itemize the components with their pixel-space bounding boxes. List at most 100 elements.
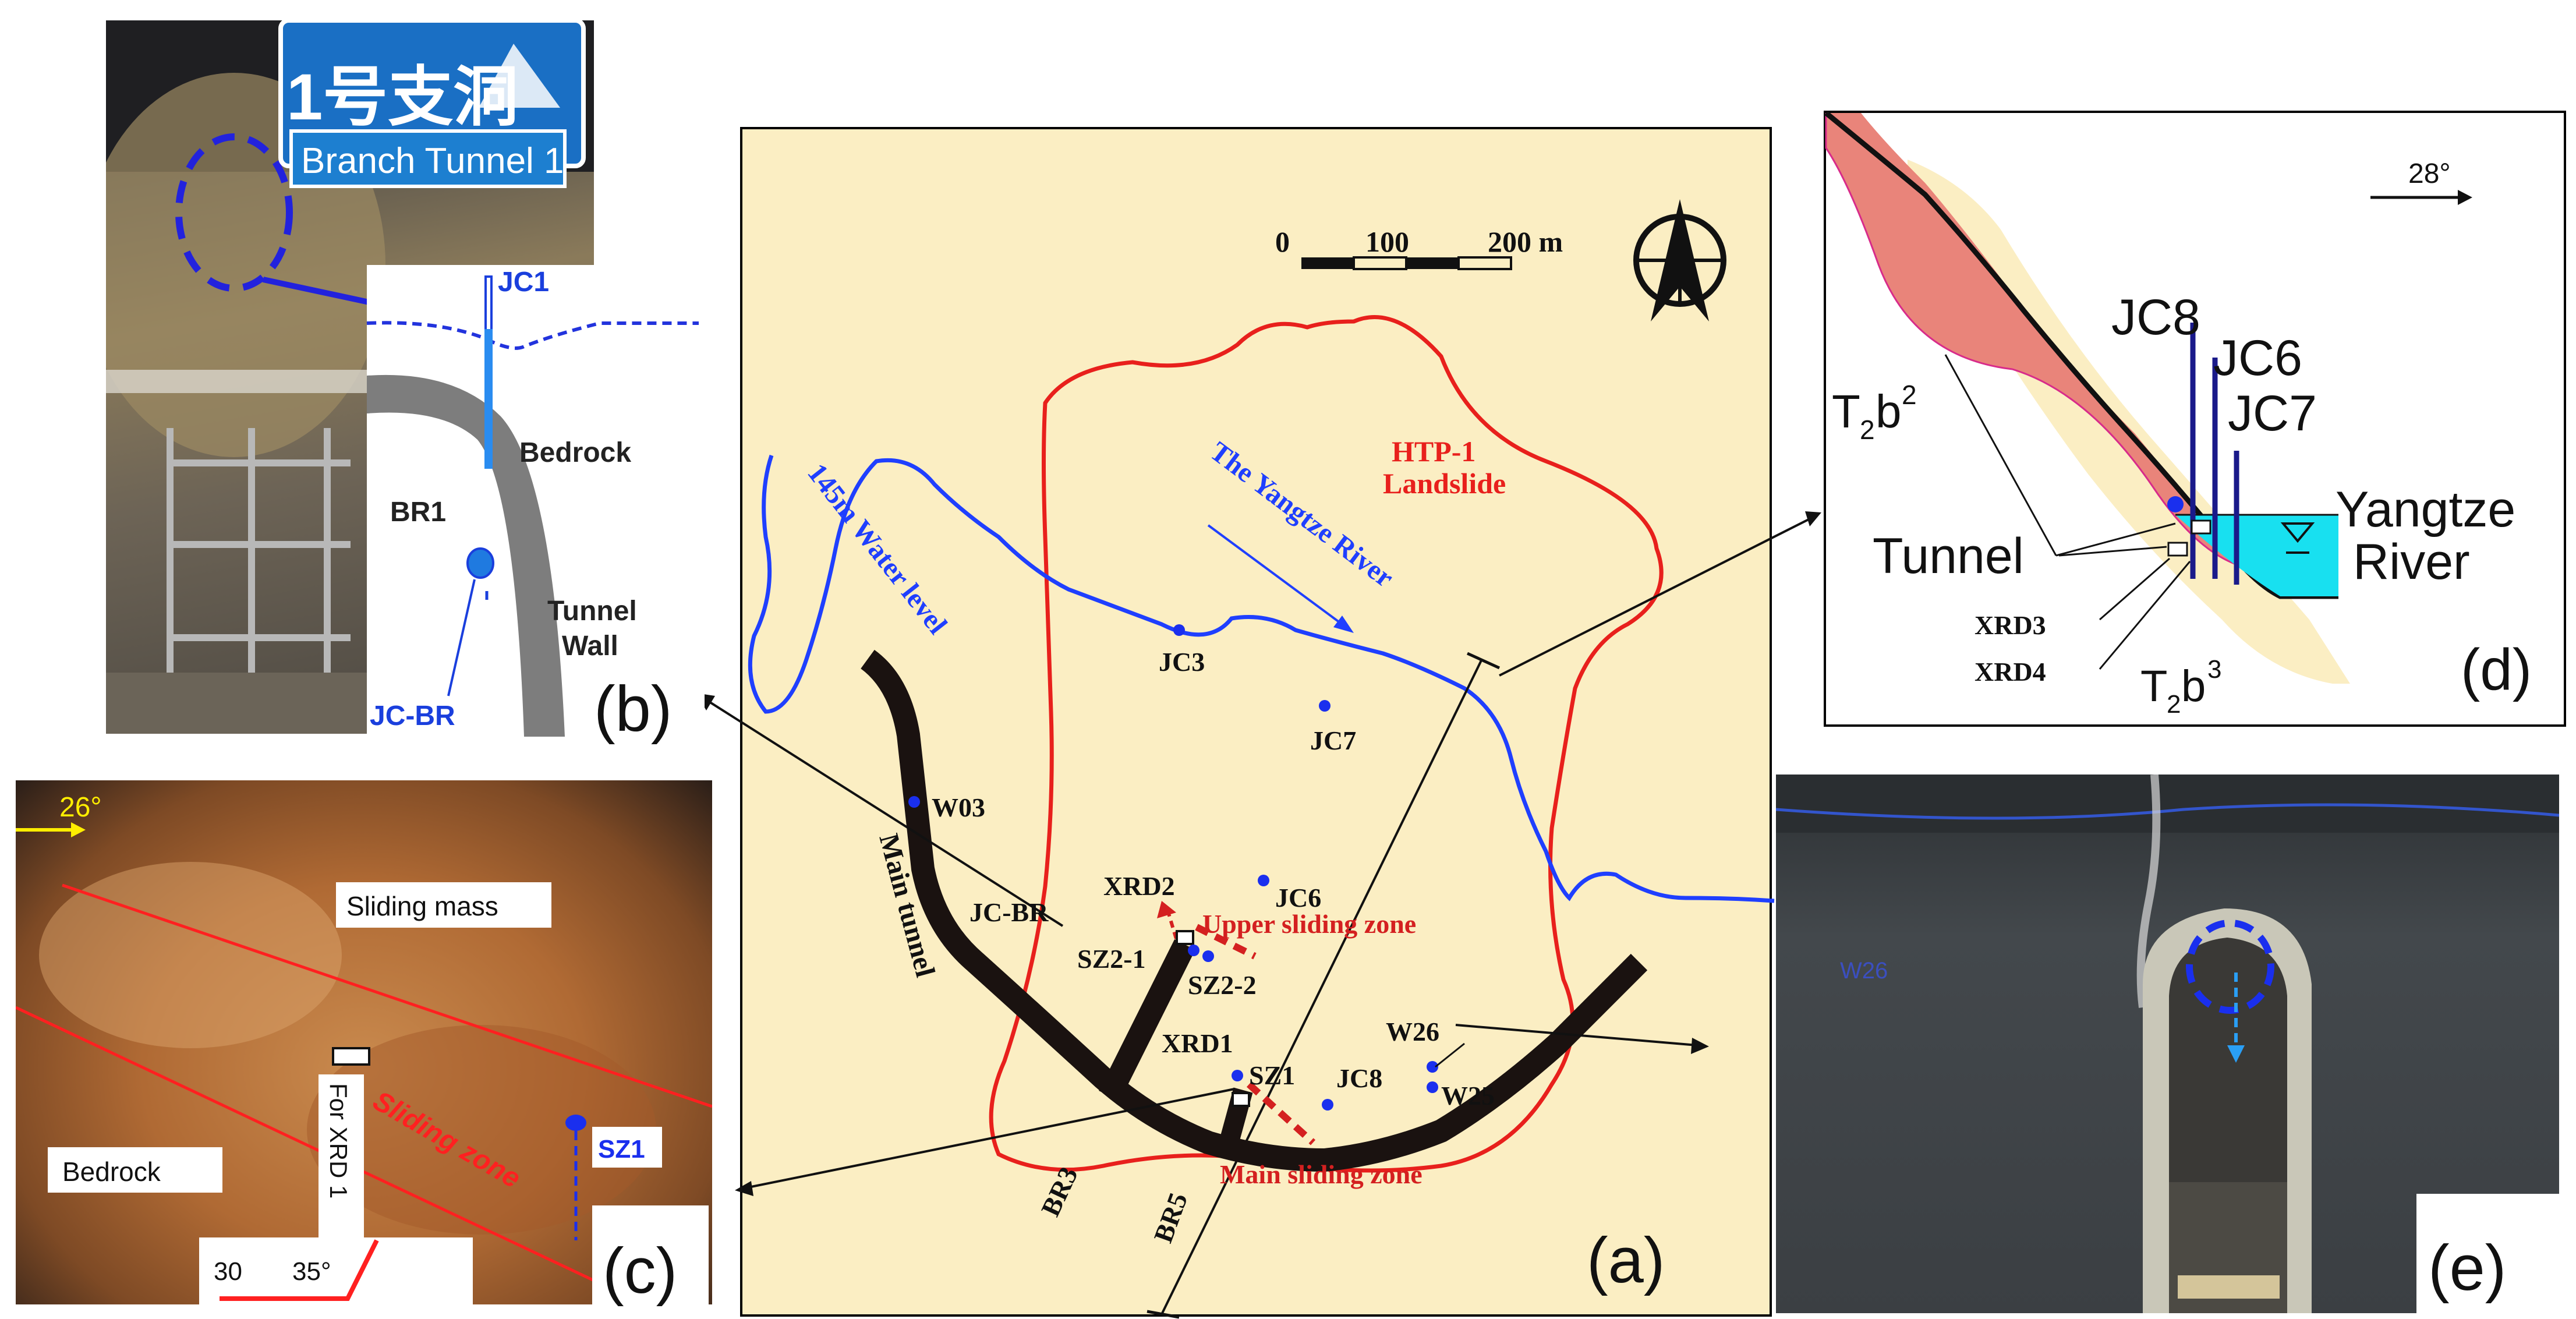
tunnel-ceiling — [1776, 775, 2559, 833]
label-tunnel-wall-1: Tunnel — [547, 596, 637, 627]
label-sz1: SZ1 — [598, 1135, 645, 1164]
label-xrd4: XRD4 — [1975, 657, 2046, 687]
sign-english-plate — [289, 129, 567, 188]
label-t2b3-sup: 3 — [2207, 655, 2221, 684]
sign-english: Branch Tunnel 1 — [301, 141, 564, 181]
panel-e-label-bg — [2416, 1194, 2559, 1313]
panel-e-label: (e) — [2428, 1232, 2506, 1304]
panel-c-photo: 26° Sliding mass Bedrock For XRD 1 Slidi… — [16, 780, 712, 1304]
label-jc7: JC7 — [1310, 726, 1356, 755]
white-streak — [2136, 775, 2161, 1008]
sensor-dashed-circle — [175, 133, 293, 292]
connector-to-c-head — [735, 1181, 753, 1196]
xrd-sample-marker — [332, 1047, 370, 1066]
sensor-point — [2167, 496, 2184, 512]
panel-c-label: (c) — [603, 1235, 677, 1307]
panel-b-photo-drawing: 1号支洞 Branch Tunnel 1 — [106, 20, 594, 734]
point-w25 — [1427, 1081, 1438, 1093]
tunnel-leader-1 — [1944, 354, 2057, 556]
rock-texture-1 — [39, 862, 342, 1048]
label-sliding-mass: Sliding mass — [346, 891, 498, 921]
section-line — [1160, 659, 1483, 1315]
label-jc7: JC7 — [2228, 386, 2317, 441]
point-sz2-1 — [1188, 945, 1199, 956]
label-sz1: SZ1 — [1249, 1060, 1295, 1090]
panel-a-drawing: 0 100 200 m — [748, 199, 1775, 1319]
water-level-symbol — [2280, 522, 2315, 543]
label-w03: W03 — [932, 793, 985, 822]
label-dip-35: 35° — [292, 1257, 331, 1286]
label-t2b3-sub: 2 — [2167, 690, 2181, 719]
dip-box — [199, 1237, 473, 1304]
scale-bar — [1301, 256, 1512, 270]
river-flow-arrow-head — [1333, 616, 1354, 633]
connector-to-d — [1499, 517, 1811, 677]
sz1-point — [565, 1115, 586, 1131]
label-br1: BR1 — [390, 497, 446, 528]
upper-boundary-line — [62, 883, 712, 1108]
rock-texture-2 — [307, 1025, 656, 1235]
connector-to-e — [1455, 1024, 1698, 1046]
angle-arrow-head — [2458, 190, 2472, 205]
borehole-water — [484, 329, 493, 469]
groundwater-dashed-line — [366, 321, 699, 350]
label-angle-26: 26° — [59, 792, 102, 823]
jc-br-leader — [447, 579, 476, 696]
bedrock-box — [48, 1147, 222, 1193]
label-bedrock: Bedrock — [62, 1157, 161, 1187]
label-for-xrd: For XRD 1 — [325, 1083, 352, 1198]
label-jc1: JC1 — [498, 267, 549, 298]
point-jc3 — [1173, 624, 1185, 636]
flow-arrow-head — [2227, 1045, 2245, 1063]
label-yangtze: Yangtze — [2336, 482, 2515, 537]
panel-e-photo: W26 — [1776, 775, 2559, 1313]
label-jc8: JC8 — [2111, 289, 2200, 345]
panel-b-label-bg — [588, 670, 705, 737]
connector-to-e-head-d — [1805, 511, 1821, 526]
for-xrd-box — [319, 1074, 364, 1267]
label-jc6: JC6 — [2213, 330, 2302, 386]
label-dip-30: 30 — [214, 1257, 242, 1286]
layer-boundary — [1825, 113, 2246, 568]
label-xrd3: XRD3 — [1975, 610, 2046, 640]
scale-label-100: 100 — [1365, 225, 1409, 258]
sign-chinese: 1号支洞 — [286, 61, 518, 133]
cable — [1776, 803, 2559, 820]
label-t2b2-b: b — [1876, 386, 1902, 437]
label-t2b2-t: T — [1832, 386, 1860, 437]
xrd1-sample-box — [1232, 1092, 1250, 1107]
tunnel-leader-3 — [2058, 546, 2167, 557]
label-jc6: JC6 — [1275, 883, 1321, 913]
opening-sill — [2178, 1275, 2280, 1299]
connector-to-b — [703, 698, 1064, 927]
tunnel-leader-2 — [2055, 522, 2176, 557]
label-jc8: JC8 — [1336, 1063, 1382, 1093]
point-jc8 — [1322, 1099, 1333, 1111]
label-angle-28: 28° — [2408, 158, 2451, 189]
label-sz2-2: SZ2-2 — [1188, 970, 1257, 1000]
dip-line — [220, 1239, 379, 1301]
w26-leader — [1435, 1042, 1465, 1068]
sliding-mass-box — [336, 882, 551, 928]
label-htp1: HTP-1 — [1392, 435, 1475, 468]
panel-d-label: (d) — [2461, 637, 2532, 702]
point-jc6 — [1258, 875, 1269, 886]
point-w03 — [908, 796, 920, 808]
upper-sliding-zone-line — [1195, 924, 1257, 960]
xrd2-arrow-head — [1157, 901, 1176, 918]
xrd3-leader — [2099, 557, 2170, 621]
river-flow-arrow — [1207, 524, 1343, 625]
panel-e-drawing: W26 — [1776, 775, 2559, 1313]
label-w26: W26 — [1840, 958, 1888, 984]
arrow-line — [262, 277, 387, 309]
label-t2b2-sup: 2 — [1902, 380, 1917, 410]
section-tick-top — [1466, 652, 1501, 670]
xrd2-sample-box — [1176, 930, 1194, 945]
panel-d-section: 28° T 2 b 2 JC8 JC6 JC7 Tunnel Yangtze R… — [1824, 111, 2566, 727]
point-sz2-2 — [1202, 950, 1214, 962]
label-tunnel-wall-2: Wall — [562, 631, 618, 662]
label-bedrock: Bedrock — [519, 437, 631, 468]
